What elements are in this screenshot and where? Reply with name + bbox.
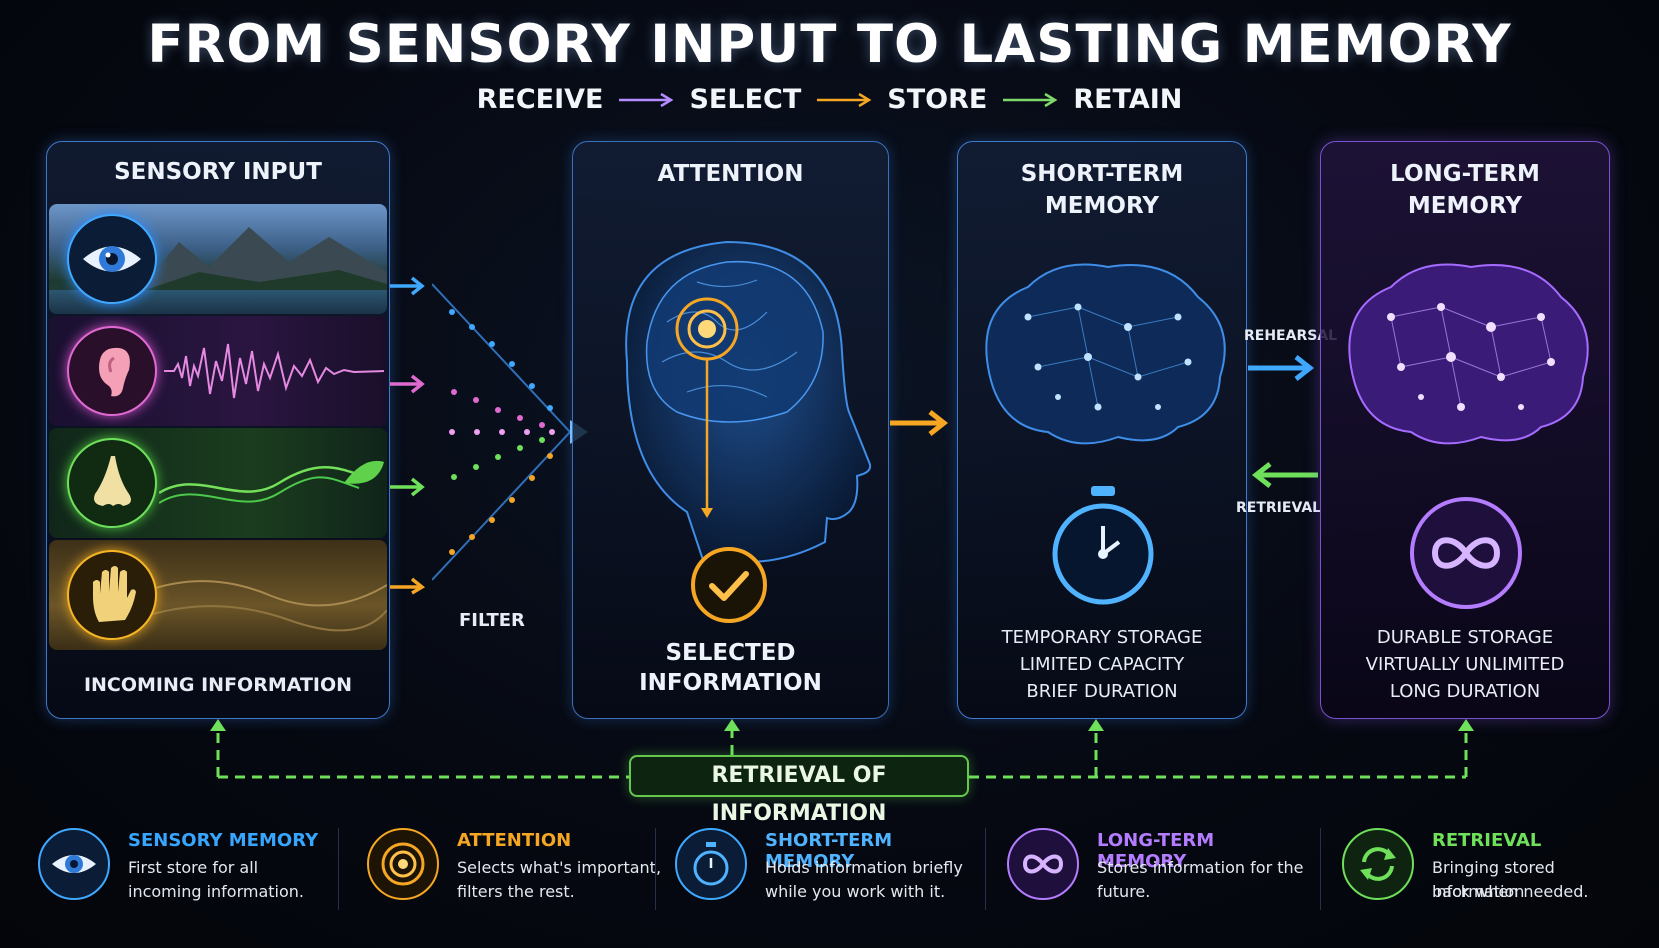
scent-waves <box>159 448 384 518</box>
sense-row-hearing <box>49 316 387 426</box>
target-icon <box>367 828 439 900</box>
long-term-memory-panel: LONG-TERM MEMORY DURABLE STORAGE VIRTUAL… <box>1320 141 1610 719</box>
stm-title-1: SHORT-TERM <box>958 158 1246 190</box>
arrow-right-icon <box>617 92 675 108</box>
legend-desc-2: while you work with it. <box>765 880 975 904</box>
arrow-right-icon <box>1001 92 1059 108</box>
legend-long-term-memory: LONG-TERM MEMORY Stores information for … <box>1007 822 1307 922</box>
selected-caption-2: INFORMATION <box>573 667 888 699</box>
head-profile <box>587 212 877 572</box>
ltm-line-1: DURABLE STORAGE <box>1321 624 1609 651</box>
legend-desc-1: Stores information for the <box>1097 856 1307 880</box>
legend-retrieval: RETRIEVAL Bringing stored information ba… <box>1342 822 1652 922</box>
sense-row-touch <box>49 540 387 650</box>
sensory-input-title: SENSORY INPUT <box>47 156 389 188</box>
process-steps: RECEIVE SELECT STORE RETAIN <box>0 84 1659 115</box>
sensory-input-panel: SENSORY INPUT <box>46 141 390 719</box>
arrow-right-icon <box>888 408 954 438</box>
stm-title-2: MEMORY <box>958 190 1246 222</box>
retrieval-arrow <box>1246 460 1320 490</box>
attention-panel: ATTENTION SELECTED INFORMATION <box>572 141 889 719</box>
stopwatch-icon <box>675 828 747 900</box>
incoming-information-caption: INCOMING INFORMATION <box>47 672 389 699</box>
step-receive: RECEIVE <box>477 84 604 115</box>
legend-short-term-memory: SHORT-TERM MEMORY Holds information brie… <box>675 822 975 922</box>
legend-divider <box>1320 828 1321 910</box>
ltm-title-2: MEMORY <box>1321 190 1609 222</box>
checkmark-icon <box>688 544 770 626</box>
legend-title: ATTENTION <box>457 830 571 851</box>
legend-desc-1: Selects what's important, <box>457 856 667 880</box>
retrieval-of-information-box: RETRIEVAL OF INFORMATION <box>629 755 969 797</box>
legend-title: RETRIEVAL <box>1432 830 1541 851</box>
ltm-title-1: LONG-TERM <box>1321 158 1609 190</box>
stm-line-1: TEMPORARY STORAGE <box>958 624 1246 651</box>
sand-dunes <box>149 550 387 640</box>
legend-desc-1: First store for all <box>128 856 338 880</box>
nose-icon <box>67 438 157 528</box>
infinity-icon <box>1007 828 1079 900</box>
rehearsal-arrow <box>1246 353 1320 383</box>
legend-divider <box>985 828 986 910</box>
legend-desc-2: back when needed. <box>1432 880 1642 904</box>
legend-desc-2: future. <box>1097 880 1307 904</box>
sense-row-smell <box>49 428 387 538</box>
stm-line-2: LIMITED CAPACITY <box>958 651 1246 678</box>
short-term-memory-panel: SHORT-TERM MEMORY TEMPORARY STORAGE LIMI… <box>957 141 1247 719</box>
filter-label: FILTER <box>459 610 525 631</box>
refresh-icon <box>1342 828 1414 900</box>
mountain-landscape <box>139 222 387 292</box>
legend-sensory-memory: SENSORY MEMORY First store for all incom… <box>38 822 328 922</box>
legend-desc-2: filters the rest. <box>457 880 667 904</box>
selected-caption-1: SELECTED <box>573 637 888 669</box>
retrieval-label: RETRIEVAL <box>1236 500 1321 516</box>
infinity-icon <box>1407 494 1525 612</box>
eye-icon <box>38 828 110 900</box>
legend-attention: ATTENTION Selects what's important, filt… <box>367 822 657 922</box>
ltm-line-2: VIRTUALLY UNLIMITED <box>1321 651 1609 678</box>
step-retain: RETAIN <box>1073 84 1182 115</box>
stm-line-3: BRIEF DURATION <box>958 678 1246 705</box>
hand-icon <box>67 550 157 640</box>
stopwatch-icon <box>1045 482 1161 612</box>
step-select: SELECT <box>689 84 801 115</box>
legend-title: SENSORY MEMORY <box>128 830 318 851</box>
filter-funnel <box>432 282 592 592</box>
ear-icon <box>67 326 157 416</box>
legend-desc-1: Holds information briefly <box>765 856 975 880</box>
input-arrows <box>388 275 430 595</box>
step-store: STORE <box>887 84 987 115</box>
ltm-line-3: LONG DURATION <box>1321 678 1609 705</box>
legend-divider <box>655 828 656 910</box>
legend-desc-2: incoming information. <box>128 880 338 904</box>
attention-title: ATTENTION <box>573 158 888 190</box>
eye-icon <box>67 214 157 304</box>
legend-divider <box>338 828 339 910</box>
sound-waveform <box>164 336 384 406</box>
brain-network-purple <box>1331 247 1601 457</box>
brain-network <box>968 247 1238 457</box>
sense-row-vision <box>49 204 387 314</box>
page-title: FROM SENSORY INPUT TO LASTING MEMORY <box>0 14 1659 75</box>
arrow-right-icon <box>815 92 873 108</box>
